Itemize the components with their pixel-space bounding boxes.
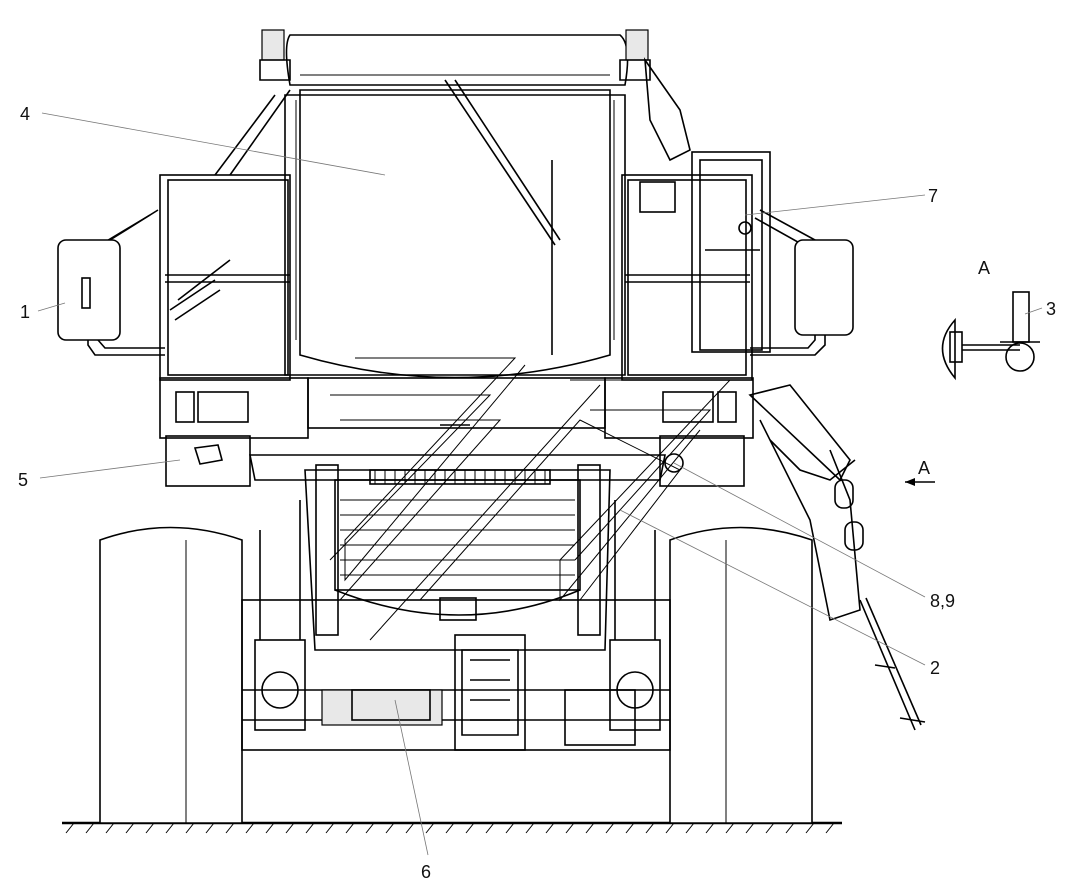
right-wheel — [669, 526, 813, 824]
left-mirror — [57, 239, 121, 341]
left-wheel — [99, 526, 243, 824]
feeder-housing — [304, 357, 732, 651]
left-platform — [87, 89, 291, 381]
callout-6: 6 — [421, 862, 431, 882]
callout-8-9: 8,9 — [930, 591, 955, 611]
callout-7: 7 — [928, 186, 938, 206]
detail-view-label: A — [978, 258, 990, 278]
section-arrow-label: A — [918, 458, 930, 478]
ground-line — [62, 821, 842, 834]
ladder — [748, 384, 926, 731]
callout-4: 4 — [20, 104, 30, 124]
callout-labels: 4 1 5 7 3 8,9 2 6 A A — [18, 104, 1056, 882]
right-platform — [621, 57, 826, 381]
lower-frame — [241, 500, 671, 751]
callout-2: 2 — [930, 658, 940, 678]
section-arrow — [905, 478, 935, 486]
callout-1: 1 — [20, 302, 30, 322]
callout-3: 3 — [1046, 299, 1056, 319]
detail-view-a — [941, 291, 1040, 381]
callout-5: 5 — [18, 470, 28, 490]
cab — [259, 29, 651, 379]
right-mirror — [794, 239, 854, 336]
leader-lines — [37, 112, 1043, 856]
